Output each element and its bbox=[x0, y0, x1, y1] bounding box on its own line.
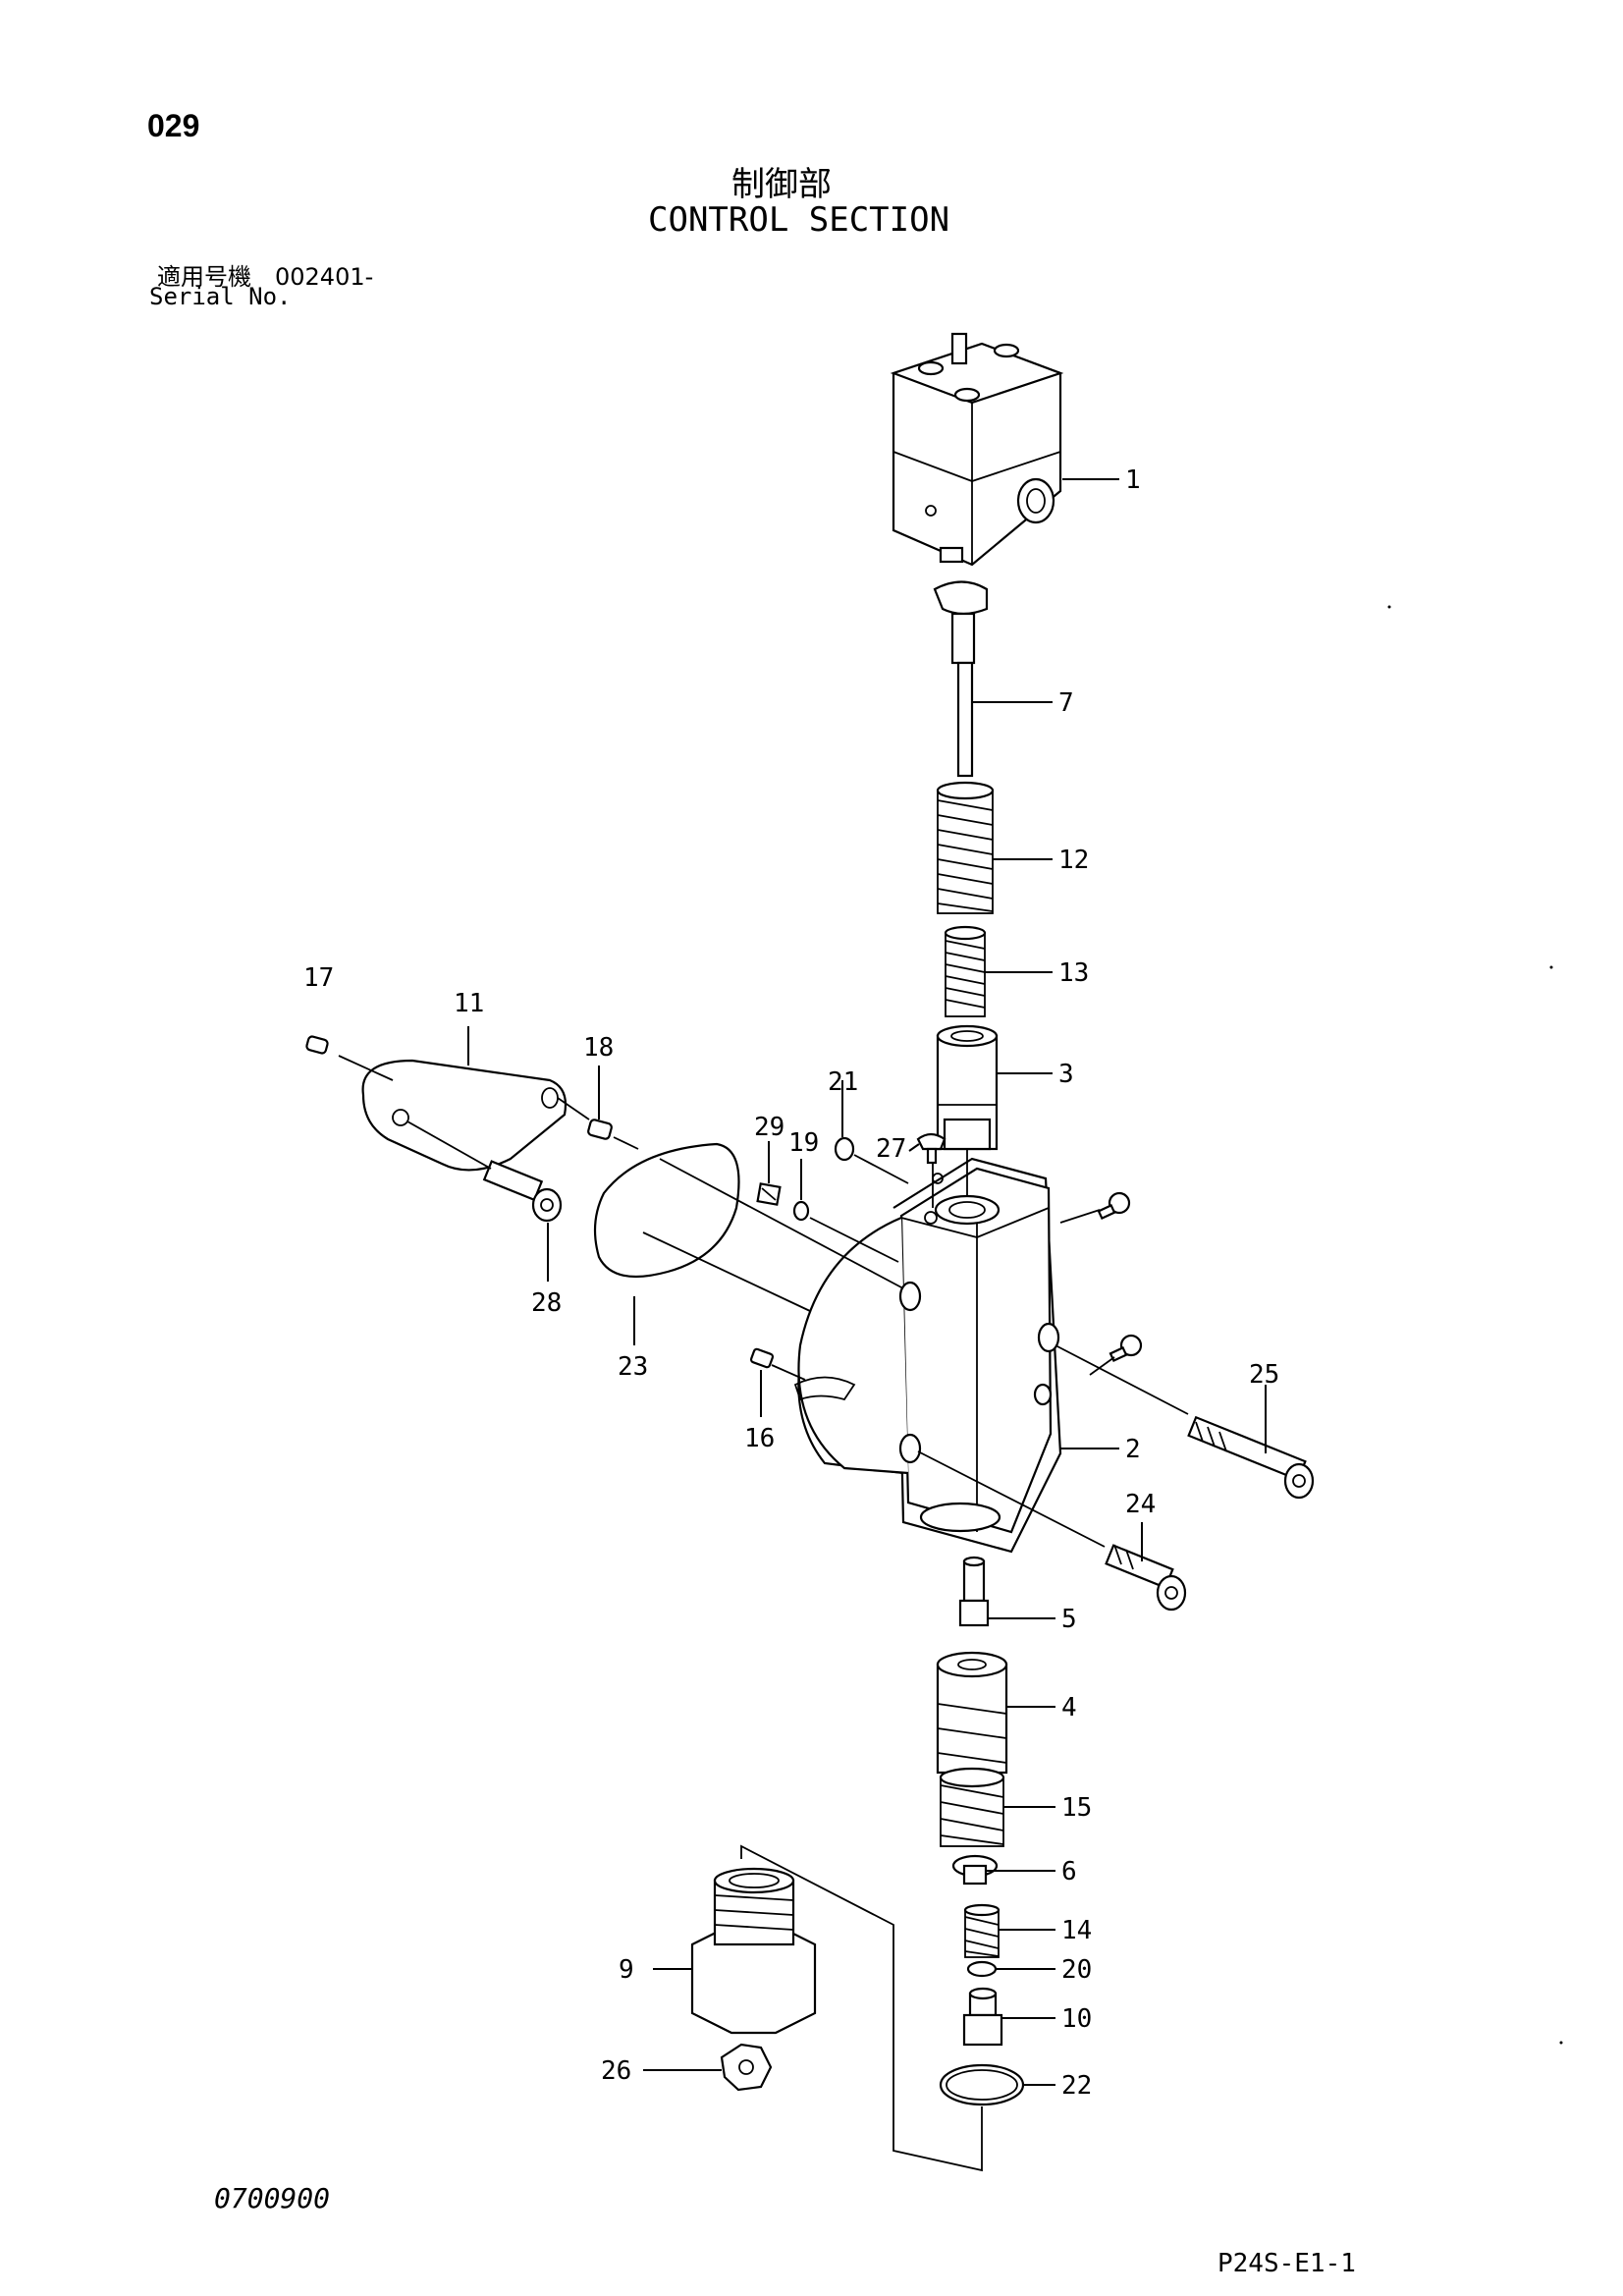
part-24-bolt bbox=[1105, 1544, 1187, 1612]
part-17-pin bbox=[305, 1035, 329, 1055]
part-4-piston bbox=[936, 1651, 1008, 1775]
callout-2: 2 bbox=[1125, 1435, 1141, 1464]
callout-20: 20 bbox=[1061, 1955, 1092, 1985]
fitting-connector-line bbox=[740, 1844, 983, 2172]
side-screw-lower bbox=[1109, 1334, 1143, 1363]
scan-speck bbox=[1387, 605, 1391, 609]
callout-15: 15 bbox=[1061, 1793, 1092, 1823]
callout-25: 25 bbox=[1249, 1360, 1279, 1390]
part-23-gasket bbox=[593, 1142, 740, 1279]
part-14-spring bbox=[963, 1903, 1001, 1958]
scan-speck bbox=[1549, 965, 1553, 969]
part-9-fitting bbox=[690, 1867, 817, 2035]
page-number: 029 bbox=[147, 108, 200, 143]
callout-11: 11 bbox=[454, 989, 484, 1018]
callout-18: 18 bbox=[583, 1033, 614, 1063]
part-18-pin bbox=[587, 1119, 613, 1140]
part-5-plug bbox=[958, 1556, 990, 1627]
scan-speck bbox=[1559, 2041, 1563, 2045]
part-7-pin bbox=[933, 580, 989, 778]
callout-10: 10 bbox=[1061, 2004, 1092, 2034]
assembly-lines bbox=[338, 1055, 1189, 1548]
callout-12: 12 bbox=[1058, 846, 1089, 875]
callout-labels: 1 7 12 13 3 2 5 4 15 6 14 20 10 22 9 26 … bbox=[303, 465, 1279, 2101]
callout-17: 17 bbox=[303, 963, 334, 993]
part-20-o-ring bbox=[966, 1960, 998, 1978]
callout-21: 21 bbox=[828, 1067, 858, 1097]
part-3-sleeve bbox=[936, 1024, 999, 1151]
callout-3: 3 bbox=[1058, 1060, 1074, 1089]
side-screw-upper bbox=[1097, 1191, 1131, 1221]
part-26-nut bbox=[720, 2043, 773, 2092]
callout-23: 23 bbox=[618, 1352, 648, 1382]
part-25-bolt bbox=[1187, 1415, 1315, 1500]
callout-19: 19 bbox=[788, 1128, 819, 1158]
part-21-o-ring bbox=[834, 1136, 855, 1162]
part-12-spring bbox=[936, 781, 995, 914]
callout-27: 27 bbox=[876, 1134, 906, 1164]
part-10-plug bbox=[962, 1987, 1003, 2047]
title-japanese: 制御部 bbox=[731, 165, 832, 204]
part-28-bolt bbox=[482, 1160, 563, 1223]
callout-6: 6 bbox=[1061, 1857, 1077, 1886]
callout-9: 9 bbox=[619, 1955, 634, 1985]
part-16-pin bbox=[749, 1347, 775, 1369]
callout-5: 5 bbox=[1061, 1605, 1077, 1634]
callout-1: 1 bbox=[1125, 465, 1141, 495]
callout-4: 4 bbox=[1061, 1693, 1077, 1722]
sheet-code: P24S-E1-1 bbox=[1217, 2249, 1356, 2278]
callout-26: 26 bbox=[601, 2056, 631, 2086]
callout-14: 14 bbox=[1061, 1916, 1092, 1945]
part-15-spring bbox=[939, 1767, 1005, 1847]
part-27-screw bbox=[916, 1132, 947, 1165]
serial-label: Serial No. bbox=[149, 283, 292, 310]
callout-16: 16 bbox=[744, 1424, 775, 1453]
part-22-o-ring bbox=[939, 2063, 1025, 2106]
callout-7: 7 bbox=[1058, 688, 1074, 718]
leader-lines bbox=[467, 478, 1267, 2086]
part-1-solenoid-valve bbox=[890, 332, 1064, 567]
part-19-o-ring bbox=[792, 1200, 810, 1222]
callout-28: 28 bbox=[531, 1288, 562, 1318]
part-2-valve-body bbox=[793, 1157, 1062, 1554]
part-11-lever bbox=[361, 1059, 568, 1172]
callout-29: 29 bbox=[754, 1113, 784, 1142]
callout-24: 24 bbox=[1125, 1490, 1156, 1519]
part-13-spring bbox=[944, 925, 987, 1017]
document-code: 0700900 bbox=[214, 2182, 331, 2214]
page-title: CONTROL SECTION bbox=[648, 200, 950, 240]
callout-13: 13 bbox=[1058, 958, 1089, 988]
part-29-plug bbox=[756, 1182, 782, 1206]
serial-label-japanese: 適用号機 002401- bbox=[157, 263, 374, 291]
callout-22: 22 bbox=[1061, 2071, 1092, 2101]
